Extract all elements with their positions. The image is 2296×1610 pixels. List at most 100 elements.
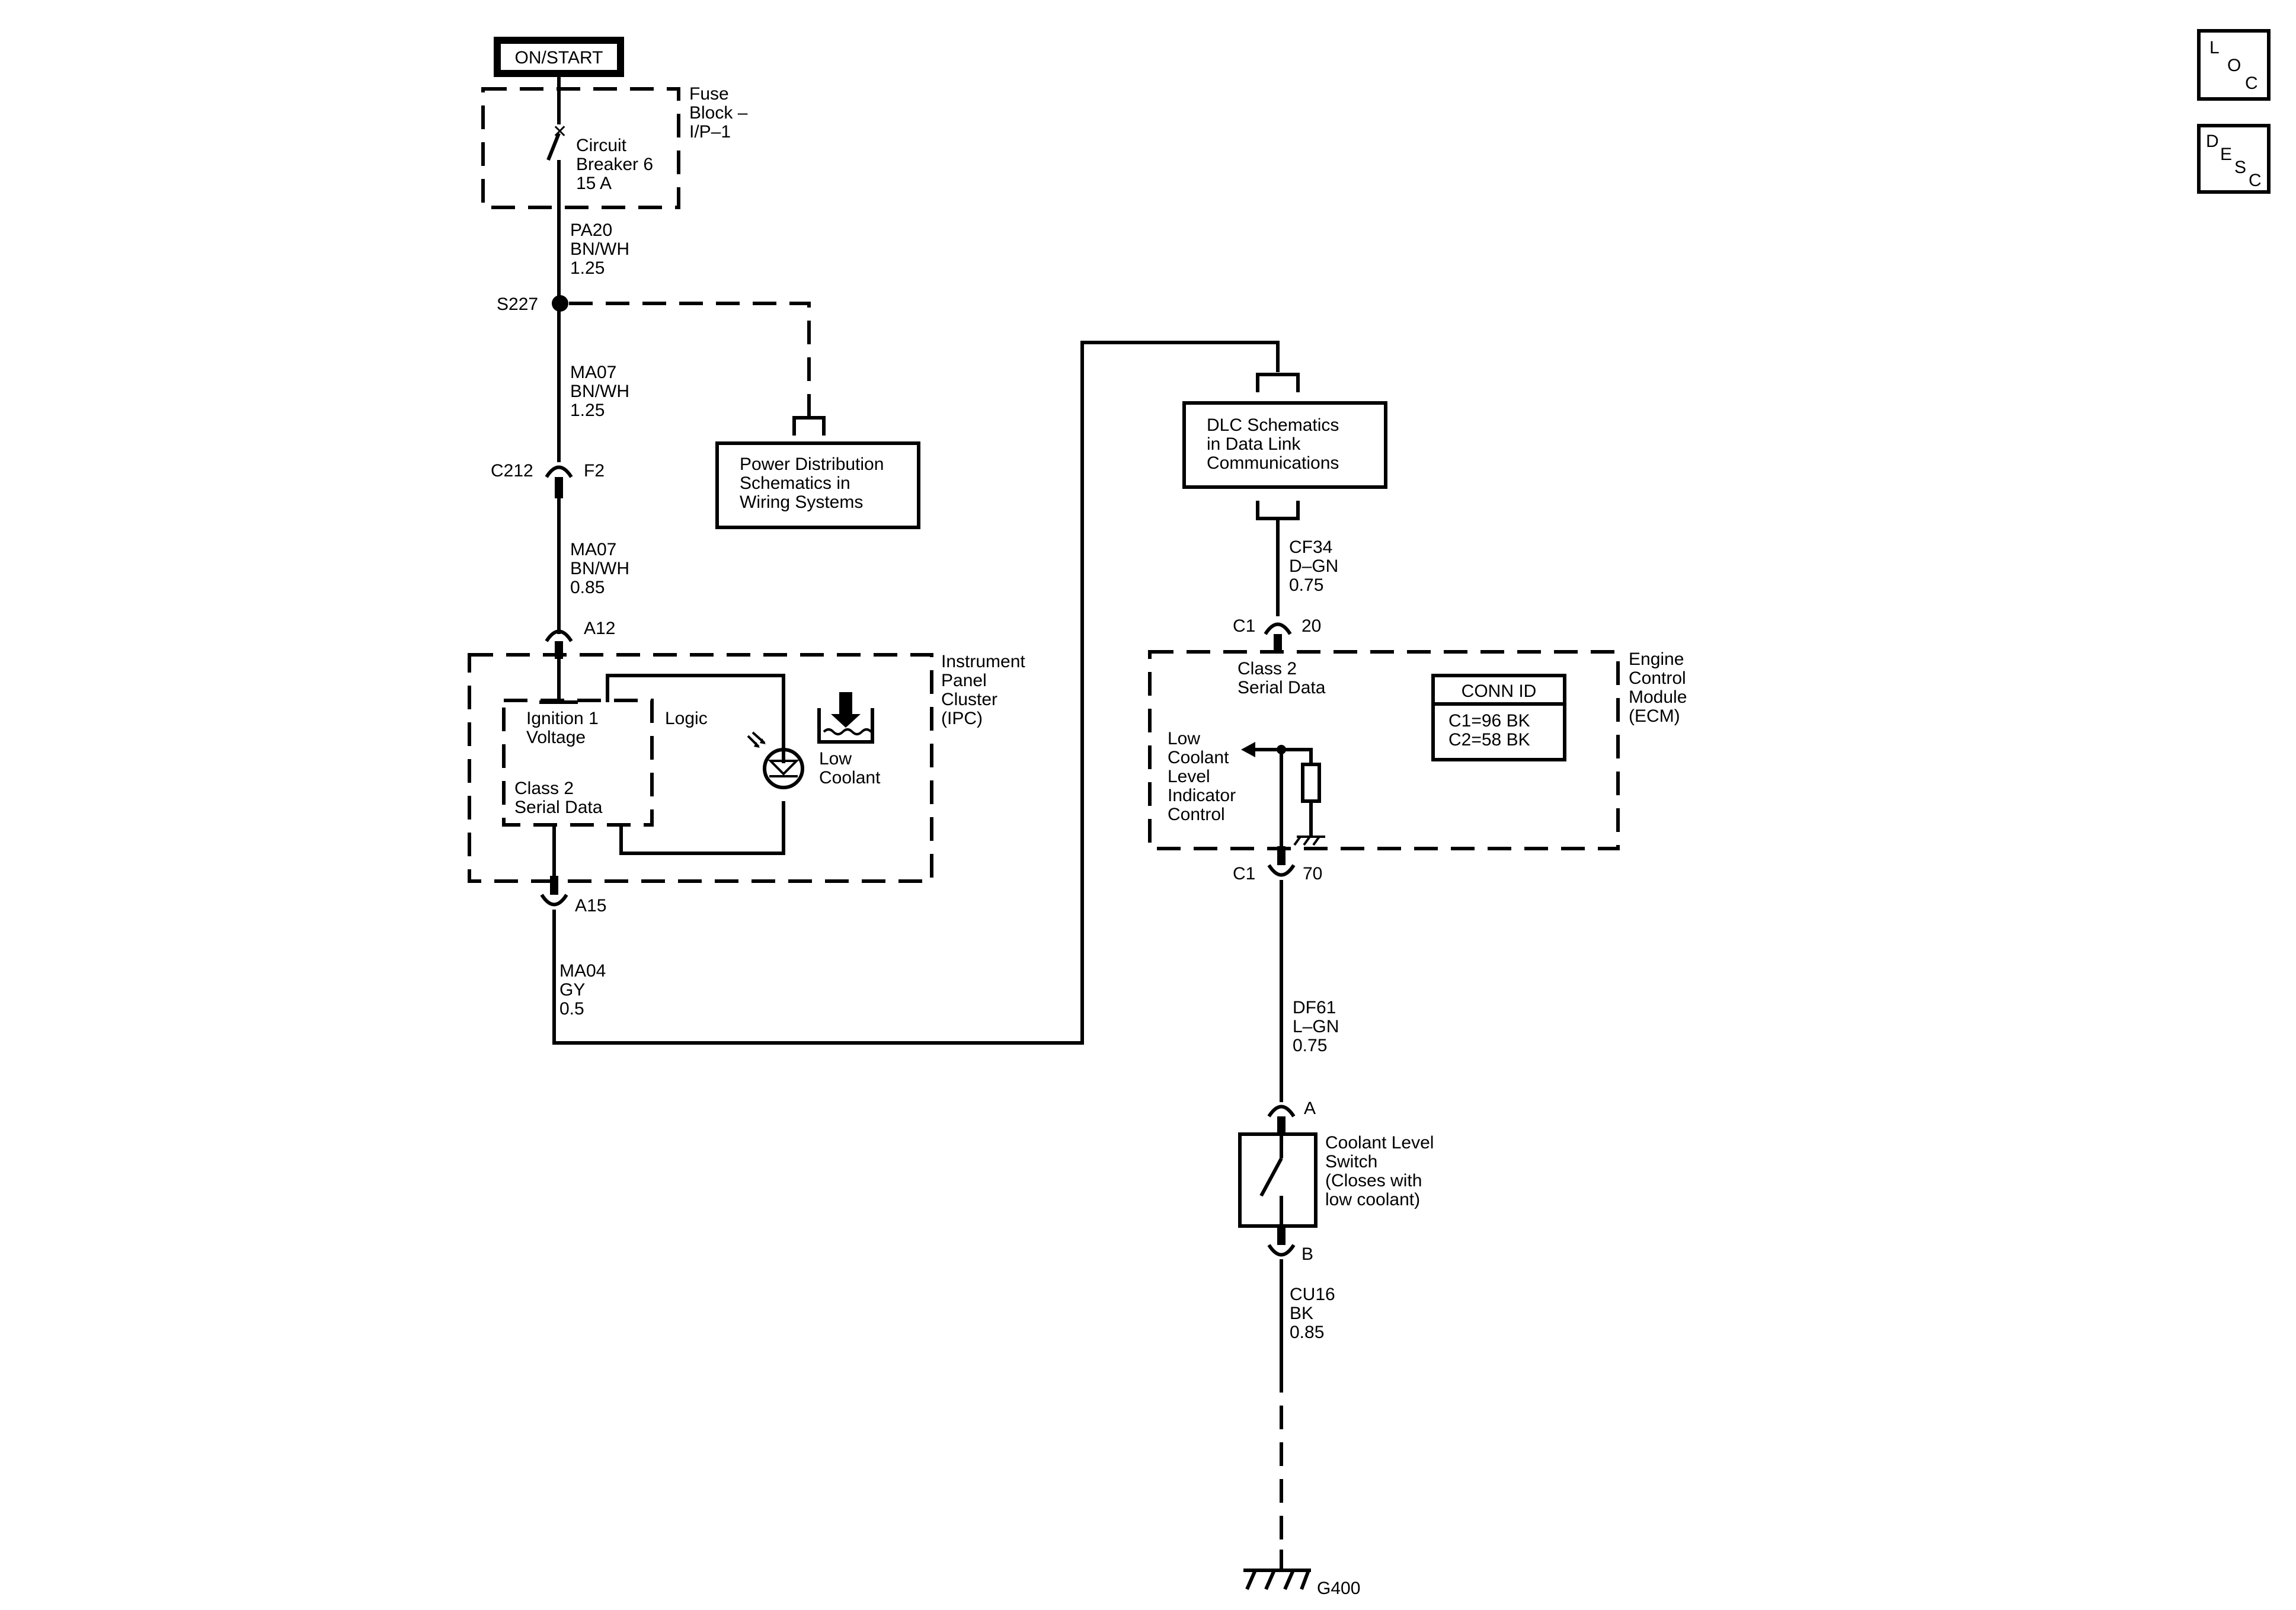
connector-c1-pin70: C1 70 (1233, 846, 1322, 884)
coolant-level-switch: Coolant Level Switch (Closes with low co… (1238, 1132, 1434, 1228)
connector-b-label: B (1302, 1244, 1313, 1264)
ipc-logic-label: Logic (665, 709, 708, 728)
ipc-label-1: Instrument (941, 652, 1025, 671)
connector-a12-label: A12 (584, 619, 615, 638)
conn-id-row-1: C1=96 BK (1448, 711, 1530, 731)
desc-letter-s: S (2234, 158, 2246, 177)
breaker-x-icon: ✕ (552, 122, 567, 142)
ipc-label-2: Panel (941, 671, 987, 690)
wire-pa20-circuit: PA20 (570, 220, 612, 240)
ecm-class2-line-1: Class 2 (1237, 659, 1297, 678)
switch-label-2: Switch (1325, 1152, 1377, 1172)
loc-button[interactable]: L O C (2197, 29, 2271, 101)
wire-cf34-size: 0.75 (1289, 575, 1323, 595)
desc-letter-c: C (2249, 171, 2262, 190)
ipc-class2-line-2: Serial Data (514, 798, 603, 817)
ecm-indicator-line-5: Control (1168, 805, 1225, 824)
power-distribution-ref-box[interactable]: Power Distribution Schematics in Wiring … (715, 441, 920, 529)
loc-letter-l: L (2209, 38, 2220, 57)
dlc-ref-line-2: in Data Link (1207, 434, 1301, 454)
connector-a12: A12 (545, 619, 615, 659)
connector-a: A (1267, 1099, 1316, 1134)
fuse-block-label-1: Fuse (689, 84, 729, 104)
connector-pin70-label: 70 (1303, 864, 1322, 884)
chassis-ground-icon (1293, 836, 1325, 846)
engine-control-module: Engine Control Module (ECM) Class 2 Seri… (1148, 649, 1687, 850)
wire-ma07-upper-size: 1.25 (570, 401, 605, 420)
wire-ma04-circuit: MA04 (559, 961, 606, 981)
ipc-ignition-line-2: Voltage (526, 728, 586, 747)
conn-id-row-2: C2=58 BK (1448, 730, 1530, 750)
ipc-ignition-line-1: Ignition 1 (526, 709, 599, 728)
wire-pa20-size: 1.25 (570, 258, 605, 278)
ground-label: G400 (1317, 1579, 1360, 1598)
connector-c212-label: C212 (491, 461, 533, 481)
ecm-label-4: (ECM) (1629, 706, 1680, 726)
arrow-left-icon (1241, 742, 1255, 757)
ecm-label-3: Module (1629, 687, 1687, 707)
low-coolant-lamp-icon (747, 731, 804, 789)
fuse-block-label-3: I/P–1 (689, 122, 731, 142)
dlc-ref-line-1: DLC Schematics (1207, 415, 1339, 435)
wire-ma07-lower-color: BN/WH (570, 559, 629, 578)
wire-ma04-size: 0.5 (559, 999, 584, 1019)
switch-label-1: Coolant Level (1325, 1133, 1434, 1153)
power-distribution-ref-line-3: Wiring Systems (740, 492, 863, 512)
ecm-label-2: Control (1629, 668, 1686, 688)
breaker-label-2: Breaker 6 (576, 155, 653, 174)
coolant-level-symbol-icon (817, 692, 874, 744)
connector-c1-pin20: C1 20 (1233, 616, 1321, 653)
conn-id-title: CONN ID (1462, 681, 1537, 701)
desc-letter-e: E (2220, 145, 2232, 164)
wire-cf34-color: D–GN (1289, 556, 1338, 576)
connector-a15: A15 (540, 876, 606, 916)
conn-id-table: CONN ID C1=96 BK C2=58 BK (1431, 674, 1566, 761)
switch-label-4: low coolant) (1325, 1190, 1420, 1209)
fuse-block-label-2: Block – (689, 103, 748, 123)
connector-b: B (1267, 1226, 1313, 1264)
wire-df61-size: 0.75 (1293, 1036, 1327, 1055)
power-distribution-ref-line-1: Power Distribution (740, 454, 884, 474)
connector-f2-label: F2 (584, 461, 605, 481)
instrument-panel-cluster: Instrument Panel Cluster (IPC) Ignition … (468, 652, 1025, 888)
connector-c1-bottom-label: C1 (1233, 864, 1255, 884)
ipc-label-4: (IPC) (941, 709, 983, 728)
dlc-ref-box[interactable]: DLC Schematics in Data Link Communicatio… (1182, 401, 1387, 489)
desc-button[interactable]: D E S C (2197, 124, 2271, 194)
fuse-block: ✕ Fuse Block – I/P–1 Circuit Breaker 6 1… (481, 77, 748, 209)
wire-ma07-lower-circuit: MA07 (570, 540, 616, 559)
wire-df61-color: L–GN (1293, 1017, 1339, 1036)
ipc-low-coolant-line-1: Low (819, 749, 852, 769)
splice-label: S227 (497, 295, 538, 314)
wire-cu16-size: 0.85 (1290, 1323, 1324, 1342)
power-source-label: ON/START (515, 48, 603, 68)
connector-c1-top-label: C1 (1233, 616, 1255, 636)
wire-ma07-upper-color: BN/WH (570, 382, 629, 401)
wire-pa20-color: BN/WH (570, 239, 629, 259)
desc-letter-d: D (2206, 132, 2219, 151)
loc-letter-o: O (2227, 56, 2241, 75)
wire-df61-circuit: DF61 (1293, 998, 1336, 1017)
connector-a-label: A (1304, 1099, 1316, 1118)
dlc-ref-line-3: Communications (1207, 453, 1339, 473)
wire-ma07-upper-circuit: MA07 (570, 363, 616, 382)
ecm-indicator-line-3: Level (1168, 767, 1210, 786)
wire-ma04-color: GY (559, 980, 585, 1000)
connector-c212: C212 F2 (491, 461, 605, 498)
loc-letter-c: C (2245, 73, 2258, 93)
ipc-low-coolant-line-2: Coolant (819, 768, 881, 788)
ecm-class2-line-1b: Serial Data (1237, 678, 1326, 697)
wire-ma07-lower-size: 0.85 (570, 578, 605, 597)
ground-g400: G400 (1243, 1550, 1360, 1598)
breaker-label-3: 15 A (576, 174, 612, 193)
wire-cu16-circuit: CU16 (1290, 1285, 1335, 1304)
ecm-label-1: Engine (1629, 649, 1684, 669)
connector-pin20-label: 20 (1302, 616, 1321, 636)
ecm-indicator-line-2: Coolant (1168, 748, 1229, 767)
power-distribution-ref-line-2: Schematics in (740, 473, 850, 493)
ecm-indicator-line-4: Indicator (1168, 786, 1236, 805)
wire-cf34-circuit: CF34 (1289, 537, 1332, 557)
ipc-label-3: Cluster (941, 690, 997, 709)
wire-cu16-color: BK (1290, 1304, 1313, 1323)
